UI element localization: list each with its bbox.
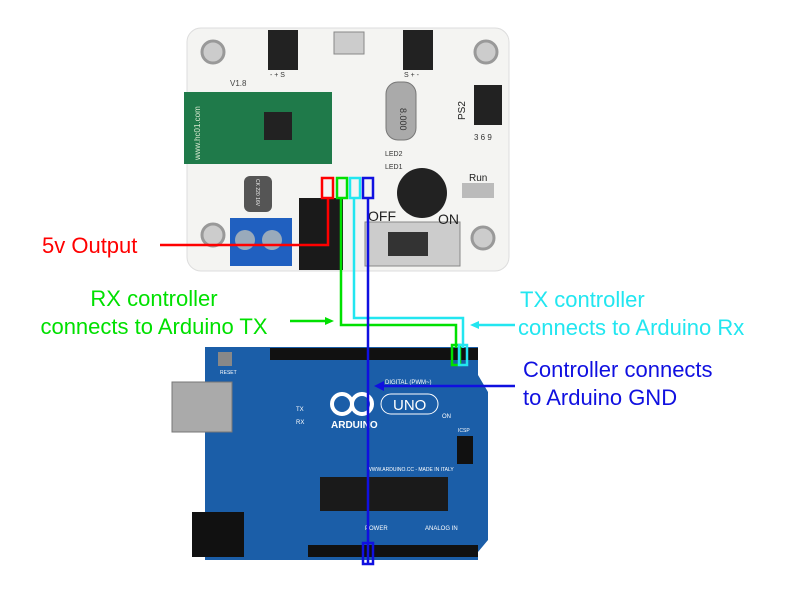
tx-wire [352,198,465,348]
on-led-label: ON [442,414,451,420]
bluetooth-module [184,92,332,164]
rx-annotation-line2: connects to Arduino TX [40,314,268,339]
mounting-hole [200,222,226,248]
buzzer [397,168,447,218]
usb-port [333,31,365,55]
reset-button [218,352,232,366]
tx-annotation-line1: TX controller [520,287,645,312]
servo-left-pins: - + S [270,72,285,79]
run-label: Run [469,173,487,184]
website-label: WWW.ARDUINO.CC - MADE IN ITALY [367,467,454,473]
icsp-label: ICSP [458,428,470,434]
dc-jack [192,512,244,557]
rx-annotation: RX controller connects to Arduino TX [18,285,290,341]
servo-header-left [268,30,298,70]
reset-label: RESET [220,370,237,376]
atmega-chip [320,477,448,511]
dc-jack [299,198,343,270]
brand-label: ARDUINO [331,420,378,431]
wires [160,176,515,566]
power-output-label: 5v Output [42,233,138,258]
mounting-hole [200,39,226,65]
arduino-uno-board: UNO ARDUINO DIGITAL (PWM~) POWER ANALOG … [171,347,488,560]
servo-header-right [403,30,433,70]
arduino-rx-pin-marker [457,343,469,367]
rx-annotation-line1: RX controller [90,286,218,311]
icsp-header [457,436,473,464]
version-label: V1.8 [230,79,247,88]
model-label: UNO [393,397,426,414]
usb-b-port [171,381,233,433]
led2-label: LED2 [385,151,403,158]
mounting-hole [470,225,496,251]
crystal-label: 8.000 [398,108,408,131]
tx-annotation: TX controller connects to Arduino Rx [518,286,744,342]
ps2-label: PS2 [457,101,468,120]
mounting-hole [473,39,499,65]
tx-annotation-line2: connects to Arduino Rx [518,315,745,340]
gnd-annotation-line2: to Arduino GND [523,385,678,410]
rx-led-label: RX [296,420,304,426]
ps2-header [474,85,502,125]
digital-label: DIGITAL (PWM~) [385,380,432,386]
module-website-text: www.hc01.com [193,106,202,161]
capacitor [244,176,272,212]
crystal [385,81,417,141]
capacitor-label: CK 220 16V [254,179,260,207]
power-label: POWER [365,526,388,532]
on-label: ON [438,211,459,227]
power-analog-header [308,545,478,557]
ps2-numbers: 3 6 9 [474,133,492,142]
gnd-annotation: Controller connects to Arduino GND [523,356,713,412]
controller-board: www.hc01.com CK 220 16V V1.8 Run OFF ON … [184,27,510,272]
analog-label: ANALOG IN [425,526,458,532]
tx-led-label: TX [296,407,304,413]
led1-label: LED1 [385,164,403,171]
servo-right-pins: S + - [404,72,420,79]
off-label: OFF [368,208,396,224]
rx-wire [339,198,458,348]
gnd-annotation-line1: Controller connects [523,357,713,382]
run-button [462,183,494,198]
power-wire [160,198,330,247]
arduino-gnd-pin-marker [361,541,375,566]
digital-header [270,348,478,360]
